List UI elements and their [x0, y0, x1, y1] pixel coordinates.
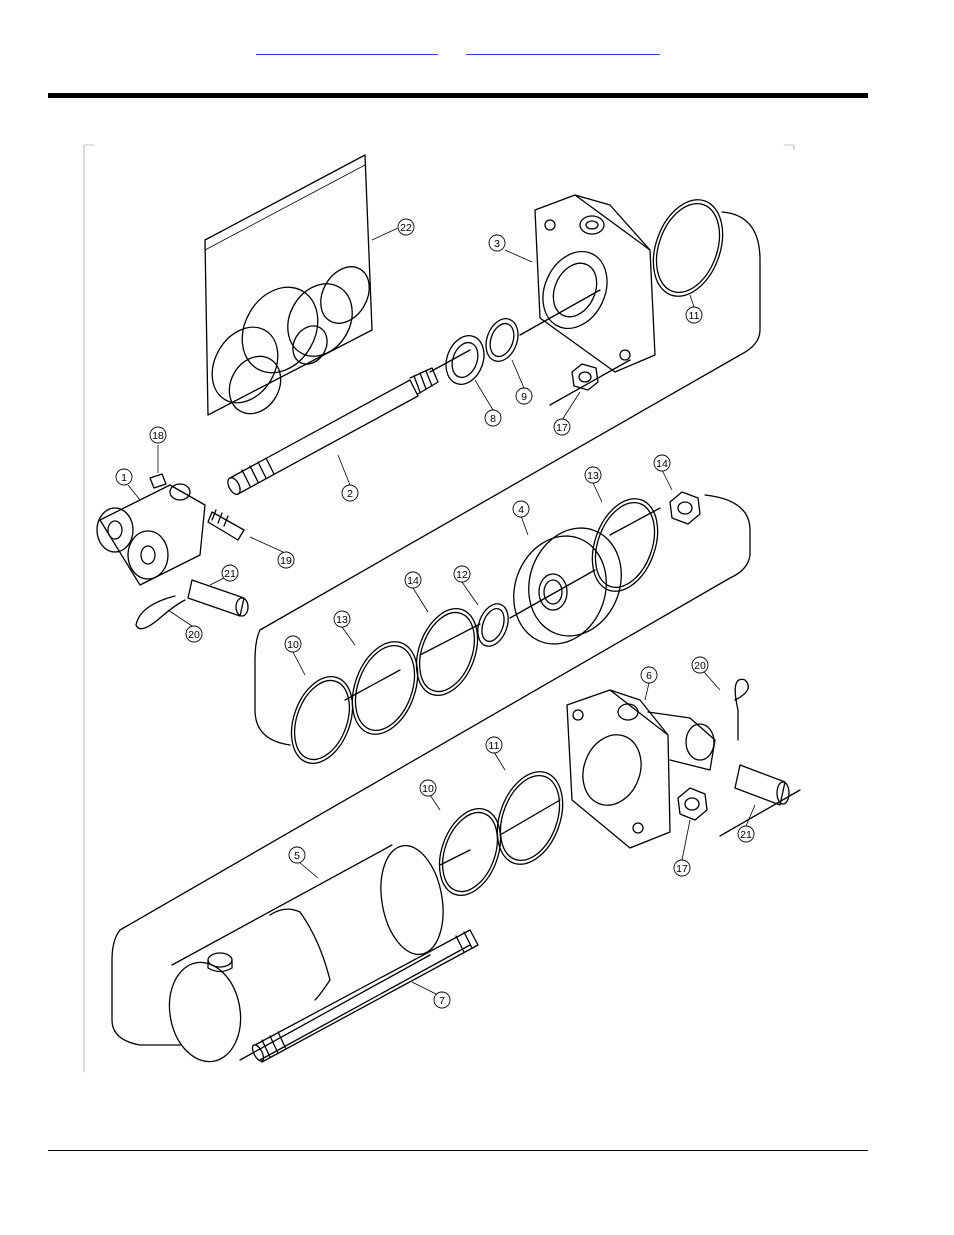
svg-text:14: 14	[407, 575, 419, 587]
header-link-2[interactable]	[466, 36, 660, 55]
callout-14: 14	[404, 571, 422, 589]
svg-text:18: 18	[152, 430, 164, 442]
svg-text:19: 19	[280, 555, 292, 567]
header-link-1[interactable]	[256, 36, 438, 55]
svg-text:21: 21	[740, 829, 752, 841]
callout-16: 14	[653, 454, 671, 472]
callout-21: 21	[737, 825, 755, 843]
seal-kit-bag	[204, 154, 373, 416]
callout-10: 10	[419, 779, 437, 797]
svg-text:22: 22	[400, 222, 412, 234]
svg-text:10: 10	[422, 783, 434, 795]
callout-7: 7	[433, 991, 451, 1009]
callout-20: 20	[691, 656, 709, 674]
svg-text:5: 5	[294, 850, 300, 862]
callout-12: 12	[453, 565, 471, 583]
svg-text:20: 20	[188, 629, 200, 641]
svg-text:1: 1	[121, 472, 127, 484]
svg-text:2: 2	[347, 488, 353, 500]
svg-text:17: 17	[556, 422, 568, 434]
head-flange	[534, 194, 656, 373]
svg-text:17: 17	[676, 863, 688, 875]
rod-clevis	[96, 473, 206, 586]
svg-text:10: 10	[287, 639, 299, 651]
callout-15: 13	[584, 466, 602, 484]
callout-9: 9	[515, 387, 533, 405]
callout-20: 20	[185, 625, 203, 643]
svg-text:12: 12	[456, 569, 468, 581]
svg-text:8: 8	[490, 413, 496, 425]
svg-text:20: 20	[694, 660, 706, 672]
callout-5: 5	[288, 846, 306, 864]
piston-rod	[227, 367, 439, 495]
svg-text:4: 4	[518, 504, 524, 516]
svg-text:13: 13	[336, 614, 348, 626]
base-flange	[566, 689, 716, 849]
callout-4: 4	[512, 500, 530, 518]
piston	[513, 527, 622, 645]
callout-3: 3	[488, 234, 506, 252]
svg-text:11: 11	[689, 310, 700, 322]
callout-17: 17	[553, 418, 571, 436]
callout-1: 1	[115, 468, 133, 486]
svg-text:7: 7	[439, 995, 445, 1007]
header-rule	[48, 93, 868, 98]
svg-text:14: 14	[656, 458, 668, 470]
callout-22: 22	[397, 218, 415, 236]
svg-text:13: 13	[587, 470, 599, 482]
svg-text:21: 21	[224, 568, 236, 580]
callout-6: 6	[640, 666, 658, 684]
svg-text:3: 3	[494, 238, 500, 250]
svg-text:9: 9	[521, 391, 527, 403]
callout-19: 19	[277, 551, 295, 569]
callout-10: 10	[284, 635, 302, 653]
callout-17: 17	[673, 859, 691, 877]
callout-2: 2	[341, 484, 359, 502]
callout-8: 8	[484, 409, 502, 427]
callout-21: 21	[221, 564, 239, 582]
svg-text:6: 6	[646, 670, 652, 682]
cylinder-barrel	[168, 844, 444, 1063]
callout-labels: 22 3 11 9 8 17 18 1 2 14 13 4 19 21 12 1…	[115, 218, 755, 1009]
callout-13: 13	[333, 610, 351, 628]
callout-11: 11	[685, 306, 703, 324]
footer-rule	[48, 1150, 868, 1151]
callout-18: 18	[149, 426, 167, 444]
svg-text:11: 11	[489, 740, 500, 752]
callout-11: 11	[485, 736, 503, 754]
